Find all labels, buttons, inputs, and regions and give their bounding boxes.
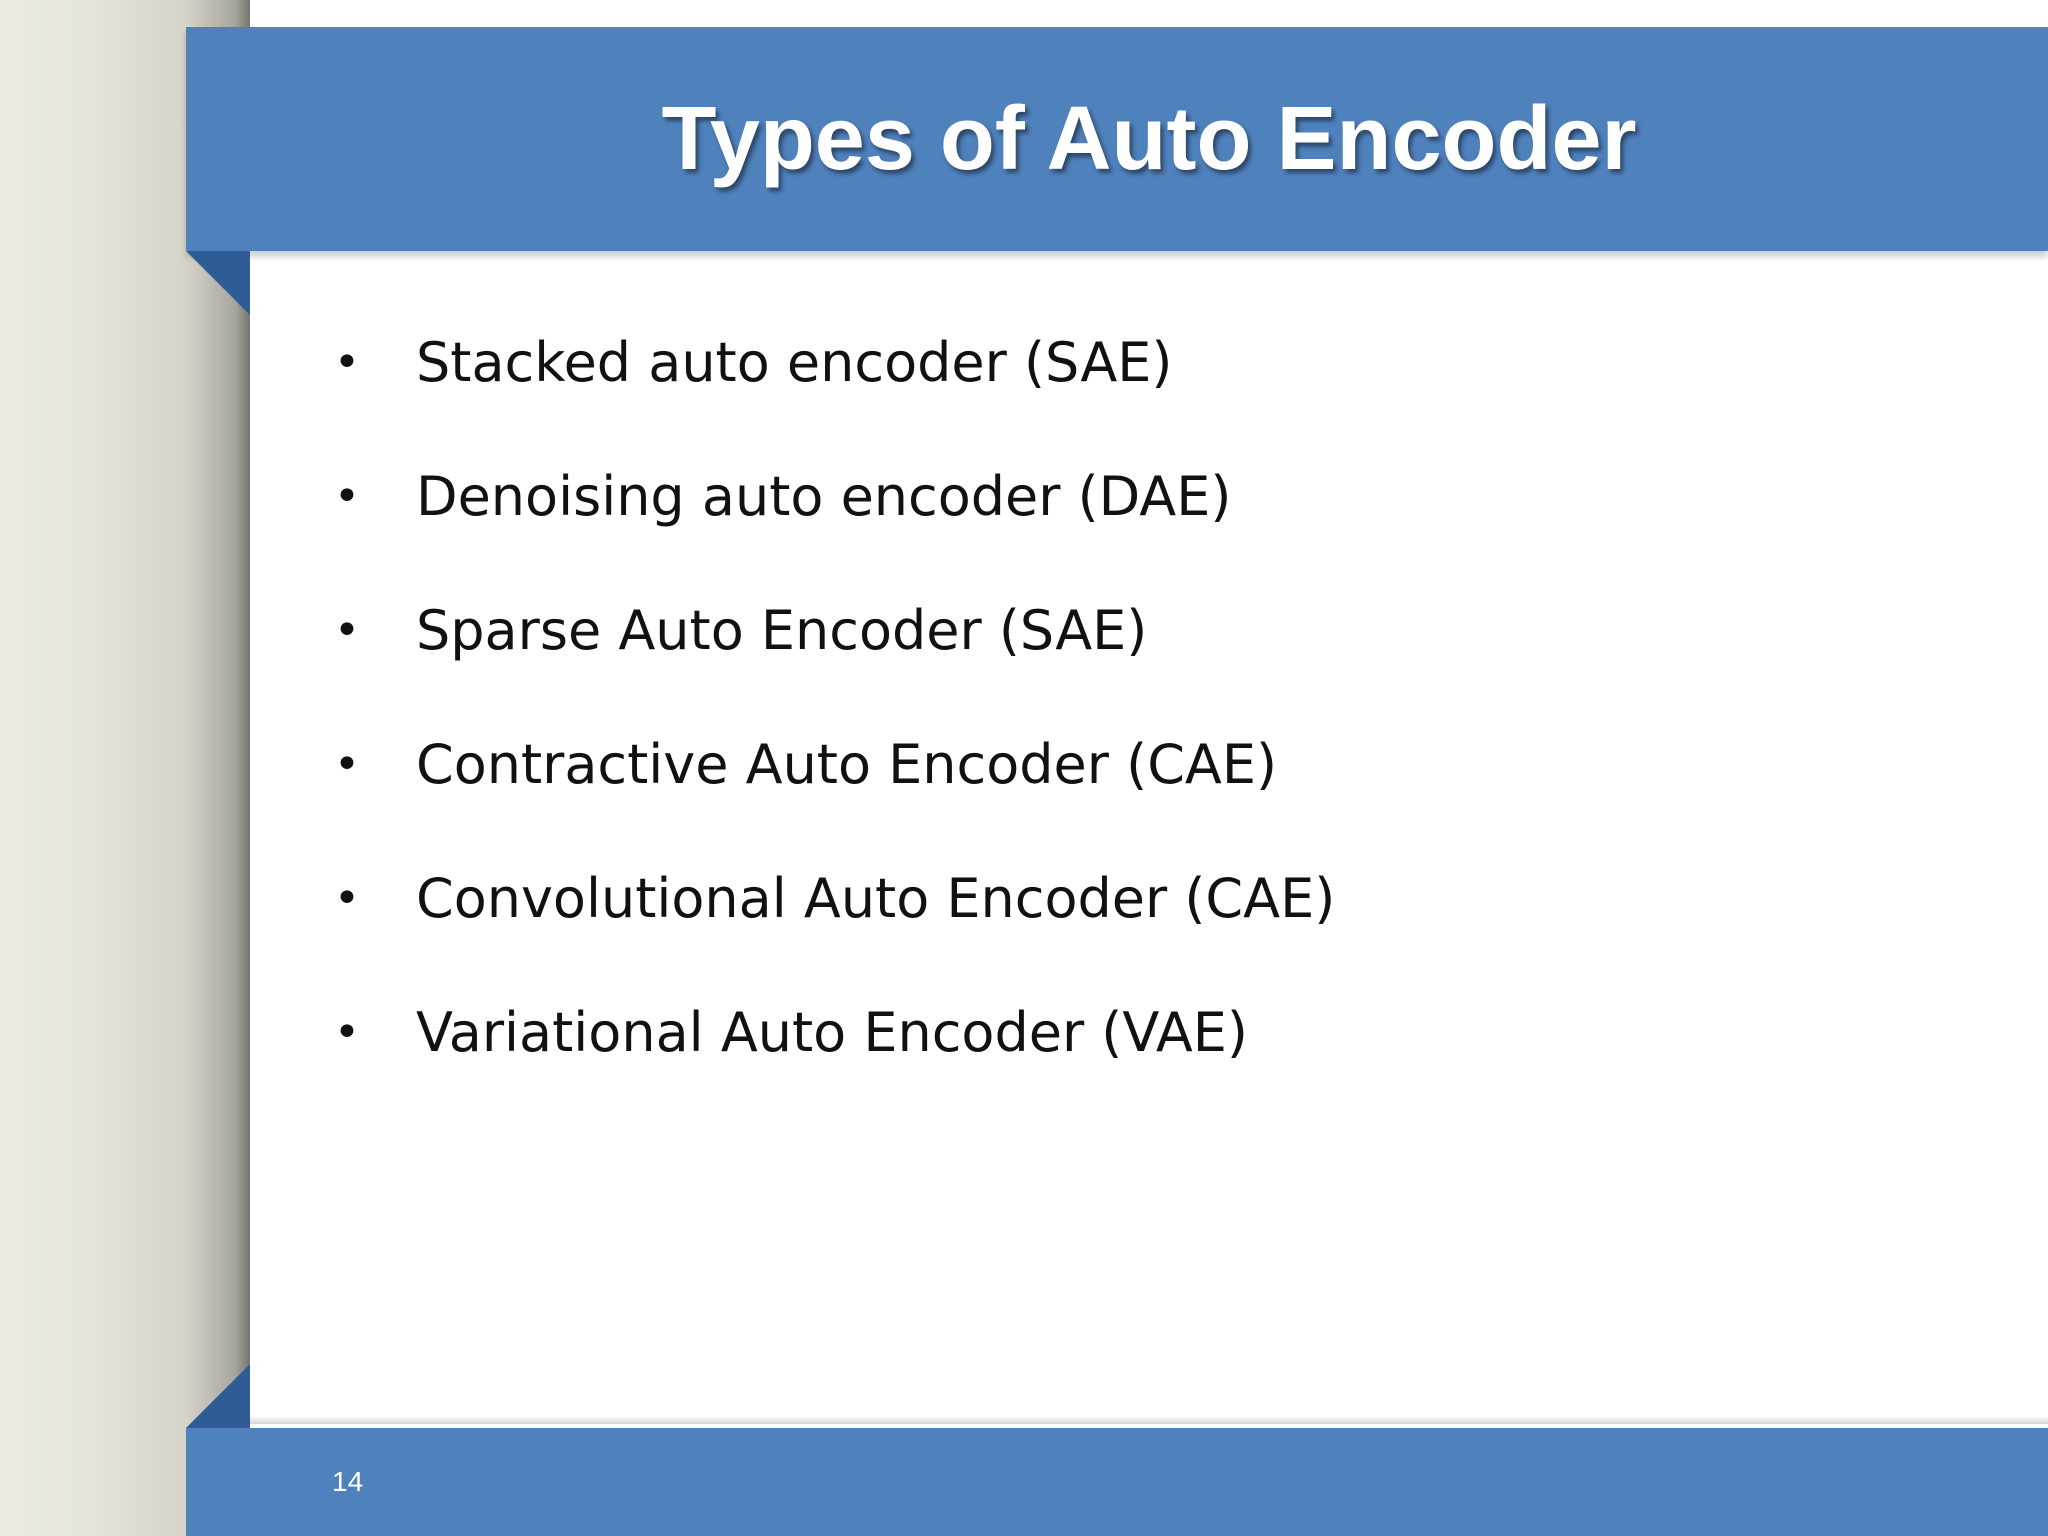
bullet-text: Contractive Auto Encoder (CAE): [416, 733, 1278, 796]
bullet-text: Variational Auto Encoder (VAE): [416, 1001, 1248, 1064]
bullet-item: • Contractive Auto Encoder (CAE): [330, 720, 1335, 854]
bullet-item: • Variational Auto Encoder (VAE): [330, 988, 1335, 1122]
bullet-item: • Denoising auto encoder (DAE): [330, 452, 1335, 586]
bullet-item: • Stacked auto encoder (SAE): [330, 318, 1335, 452]
bullet-list: • Stacked auto encoder (SAE) • Denoising…: [330, 318, 1335, 1122]
page-edge-shadow: [236, 0, 250, 1536]
header-ribbon: [186, 27, 2048, 251]
bullet-icon: •: [334, 605, 360, 656]
footer-divider: [250, 1416, 2048, 1424]
bullet-text: Convolutional Auto Encoder (CAE): [416, 867, 1336, 930]
bullet-icon: •: [334, 1007, 360, 1058]
bullet-text: Stacked auto encoder (SAE): [416, 331, 1173, 394]
footer-ribbon: [186, 1428, 2048, 1536]
bullet-icon: •: [334, 739, 360, 790]
bullet-icon: •: [334, 873, 360, 924]
bullet-icon: •: [334, 337, 360, 388]
slide-title: Types of Auto Encoder: [661, 88, 1637, 189]
header-ribbon-fold: [186, 251, 250, 315]
bullet-item: • Convolutional Auto Encoder (CAE): [330, 854, 1335, 988]
bullet-icon: •: [334, 471, 360, 522]
bullet-text: Denoising auto encoder (DAE): [416, 465, 1232, 528]
slide-content-area: [250, 0, 2048, 1536]
bullet-item: • Sparse Auto Encoder (SAE): [330, 586, 1335, 720]
slide-number: 14: [332, 1466, 364, 1497]
bullet-text: Sparse Auto Encoder (SAE): [416, 599, 1148, 662]
footer-ribbon-fold: [186, 1364, 250, 1428]
